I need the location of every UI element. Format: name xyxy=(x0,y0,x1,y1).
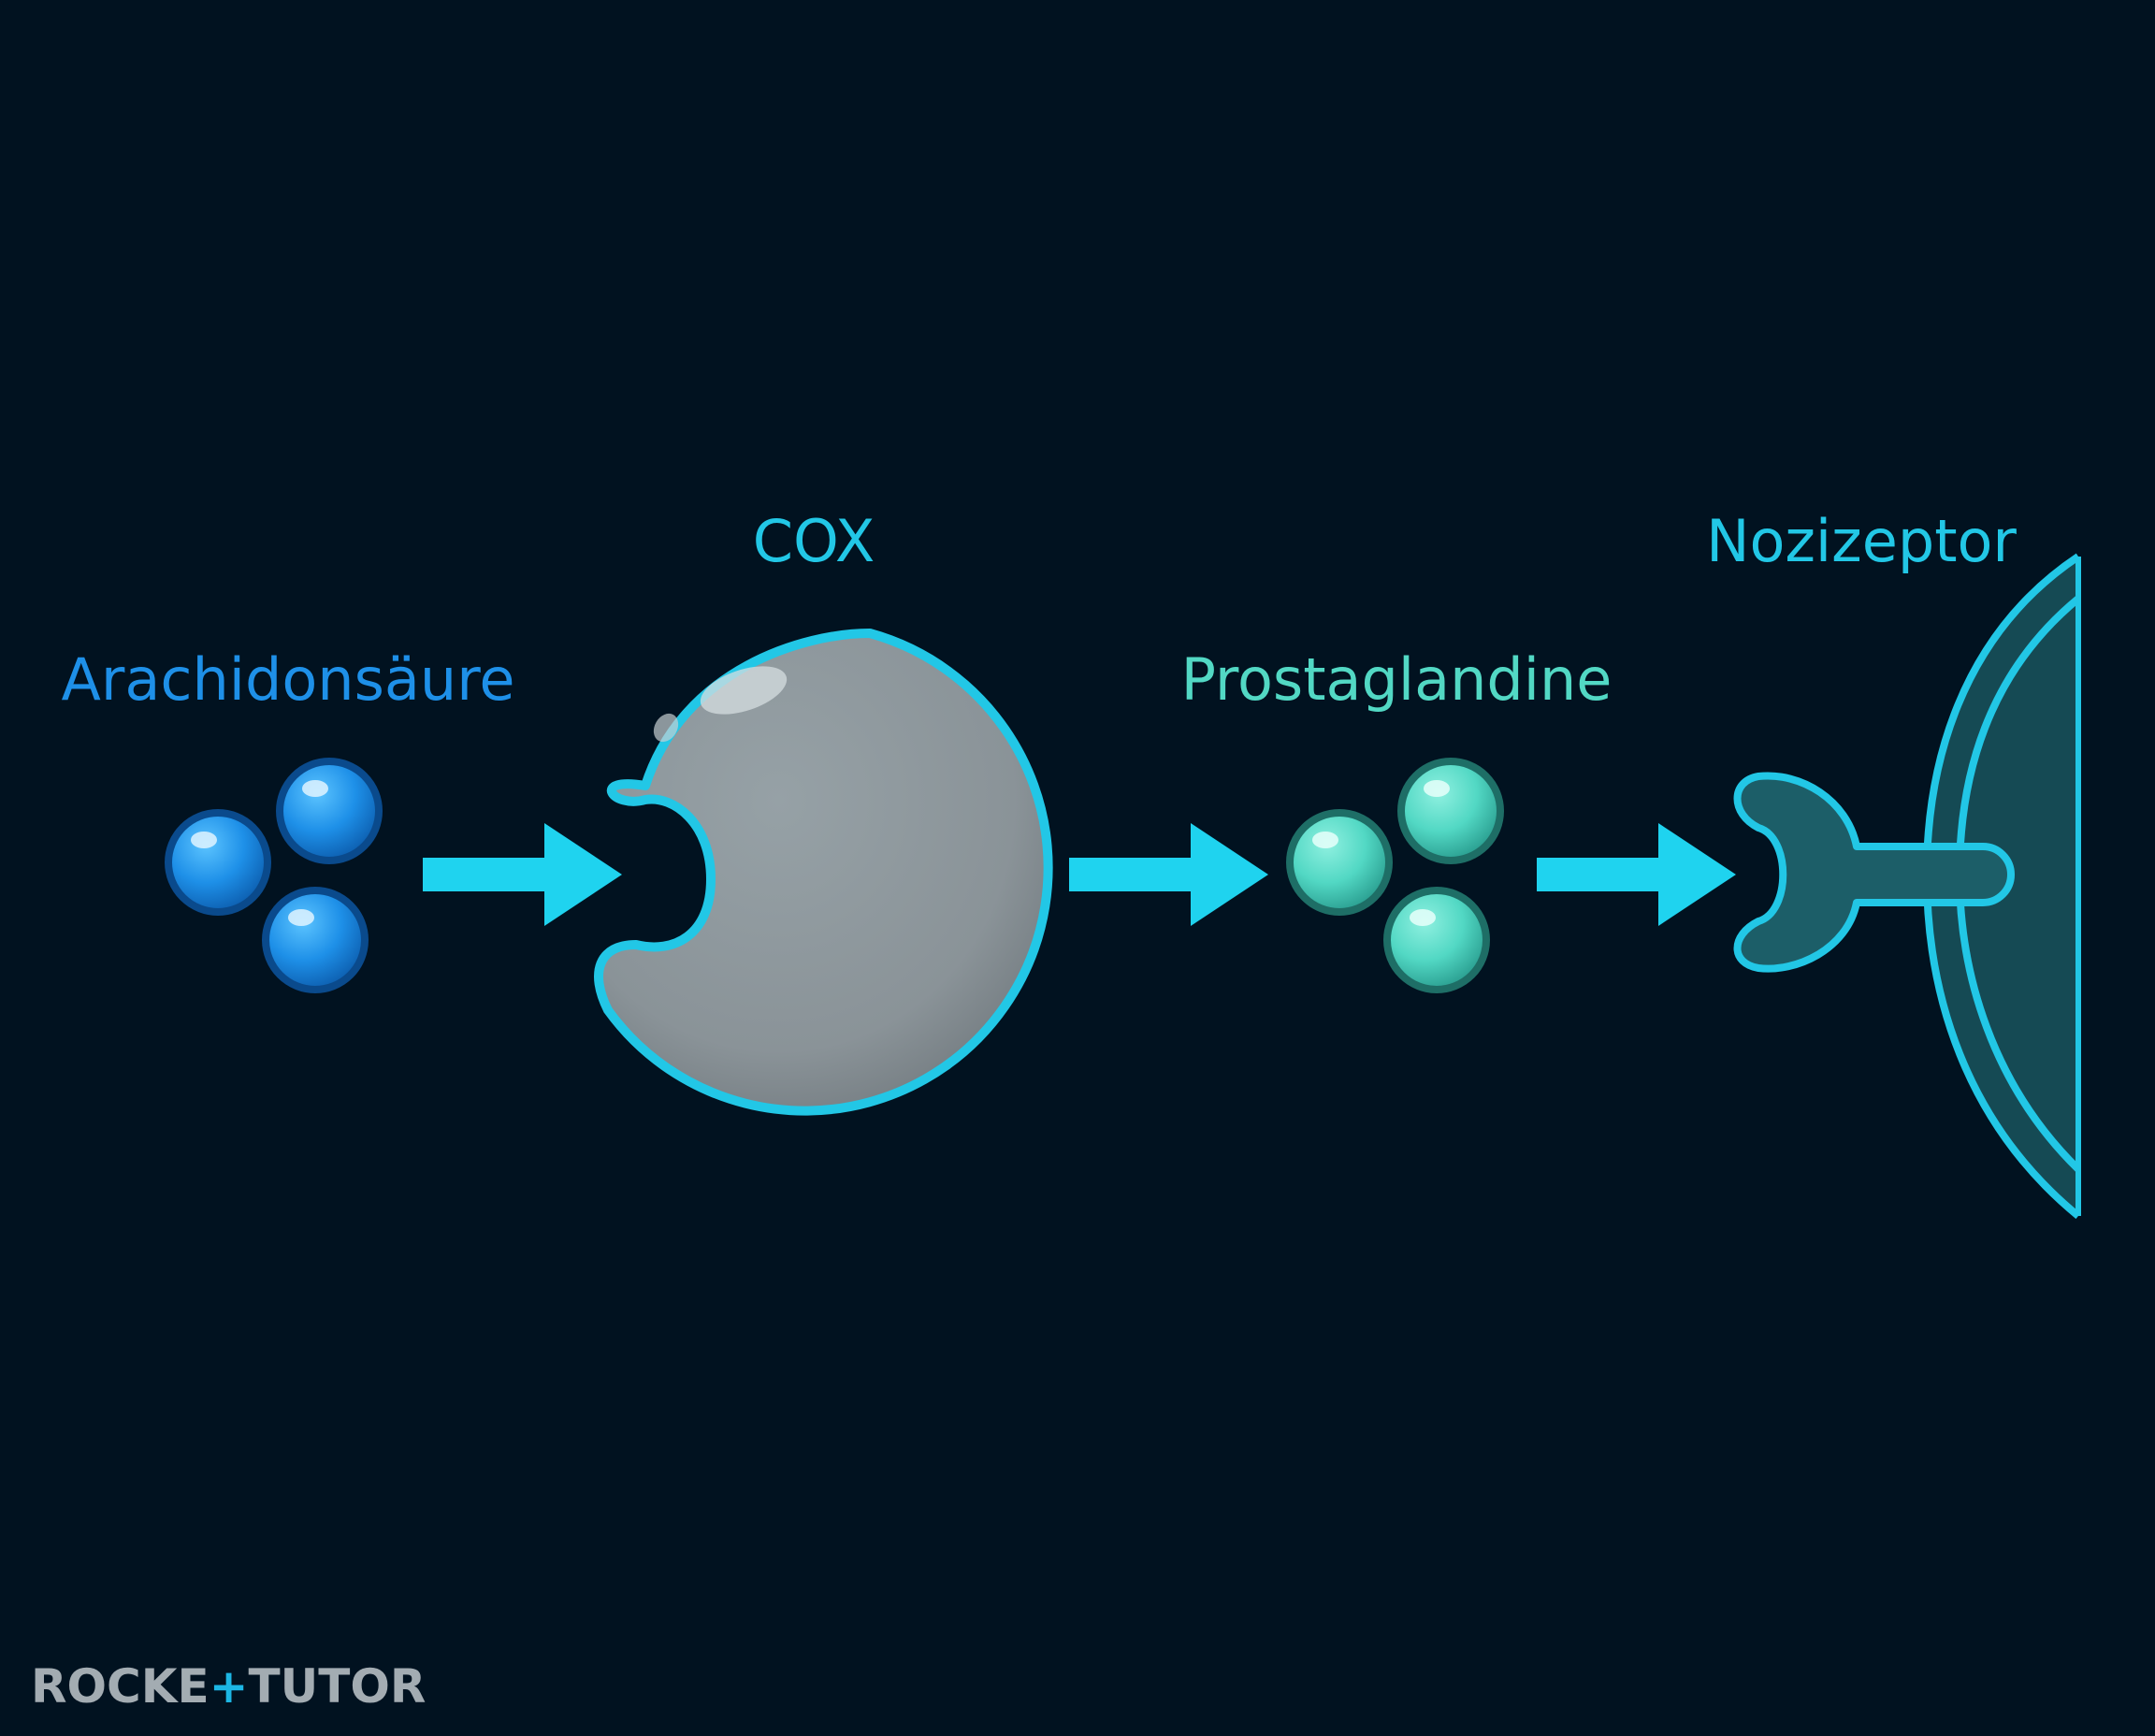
logo-text-part3: R xyxy=(390,1659,427,1714)
arrow-right-icon xyxy=(1069,823,1268,926)
nociceptor-label: Nozizeptor xyxy=(1706,507,2017,575)
arrow-right-icon xyxy=(423,823,622,926)
prostaglandin-molecule-icon xyxy=(1286,758,1504,993)
receptor-icon xyxy=(1733,772,2015,973)
rocket-tutor-logo: ROCKE+TUTOR xyxy=(31,1659,426,1714)
arrow-right-icon xyxy=(1537,823,1736,926)
logo-plus-icon: + xyxy=(210,1659,249,1714)
prostaglandin-label: Prostaglandine xyxy=(1181,645,1613,714)
arachidonic-acid-label: Arachidonsäure xyxy=(62,645,515,714)
arachidonic-acid-molecule-icon xyxy=(165,758,383,993)
cox-label: COX xyxy=(753,507,875,575)
svg-text:ROCKE+TUTOR: ROCKE+TUTOR xyxy=(31,1659,426,1714)
cox-enzyme-icon xyxy=(594,629,1053,1116)
logo-text-part2: TUTO xyxy=(249,1659,390,1714)
logo-text-part1: ROCKE xyxy=(31,1659,210,1714)
